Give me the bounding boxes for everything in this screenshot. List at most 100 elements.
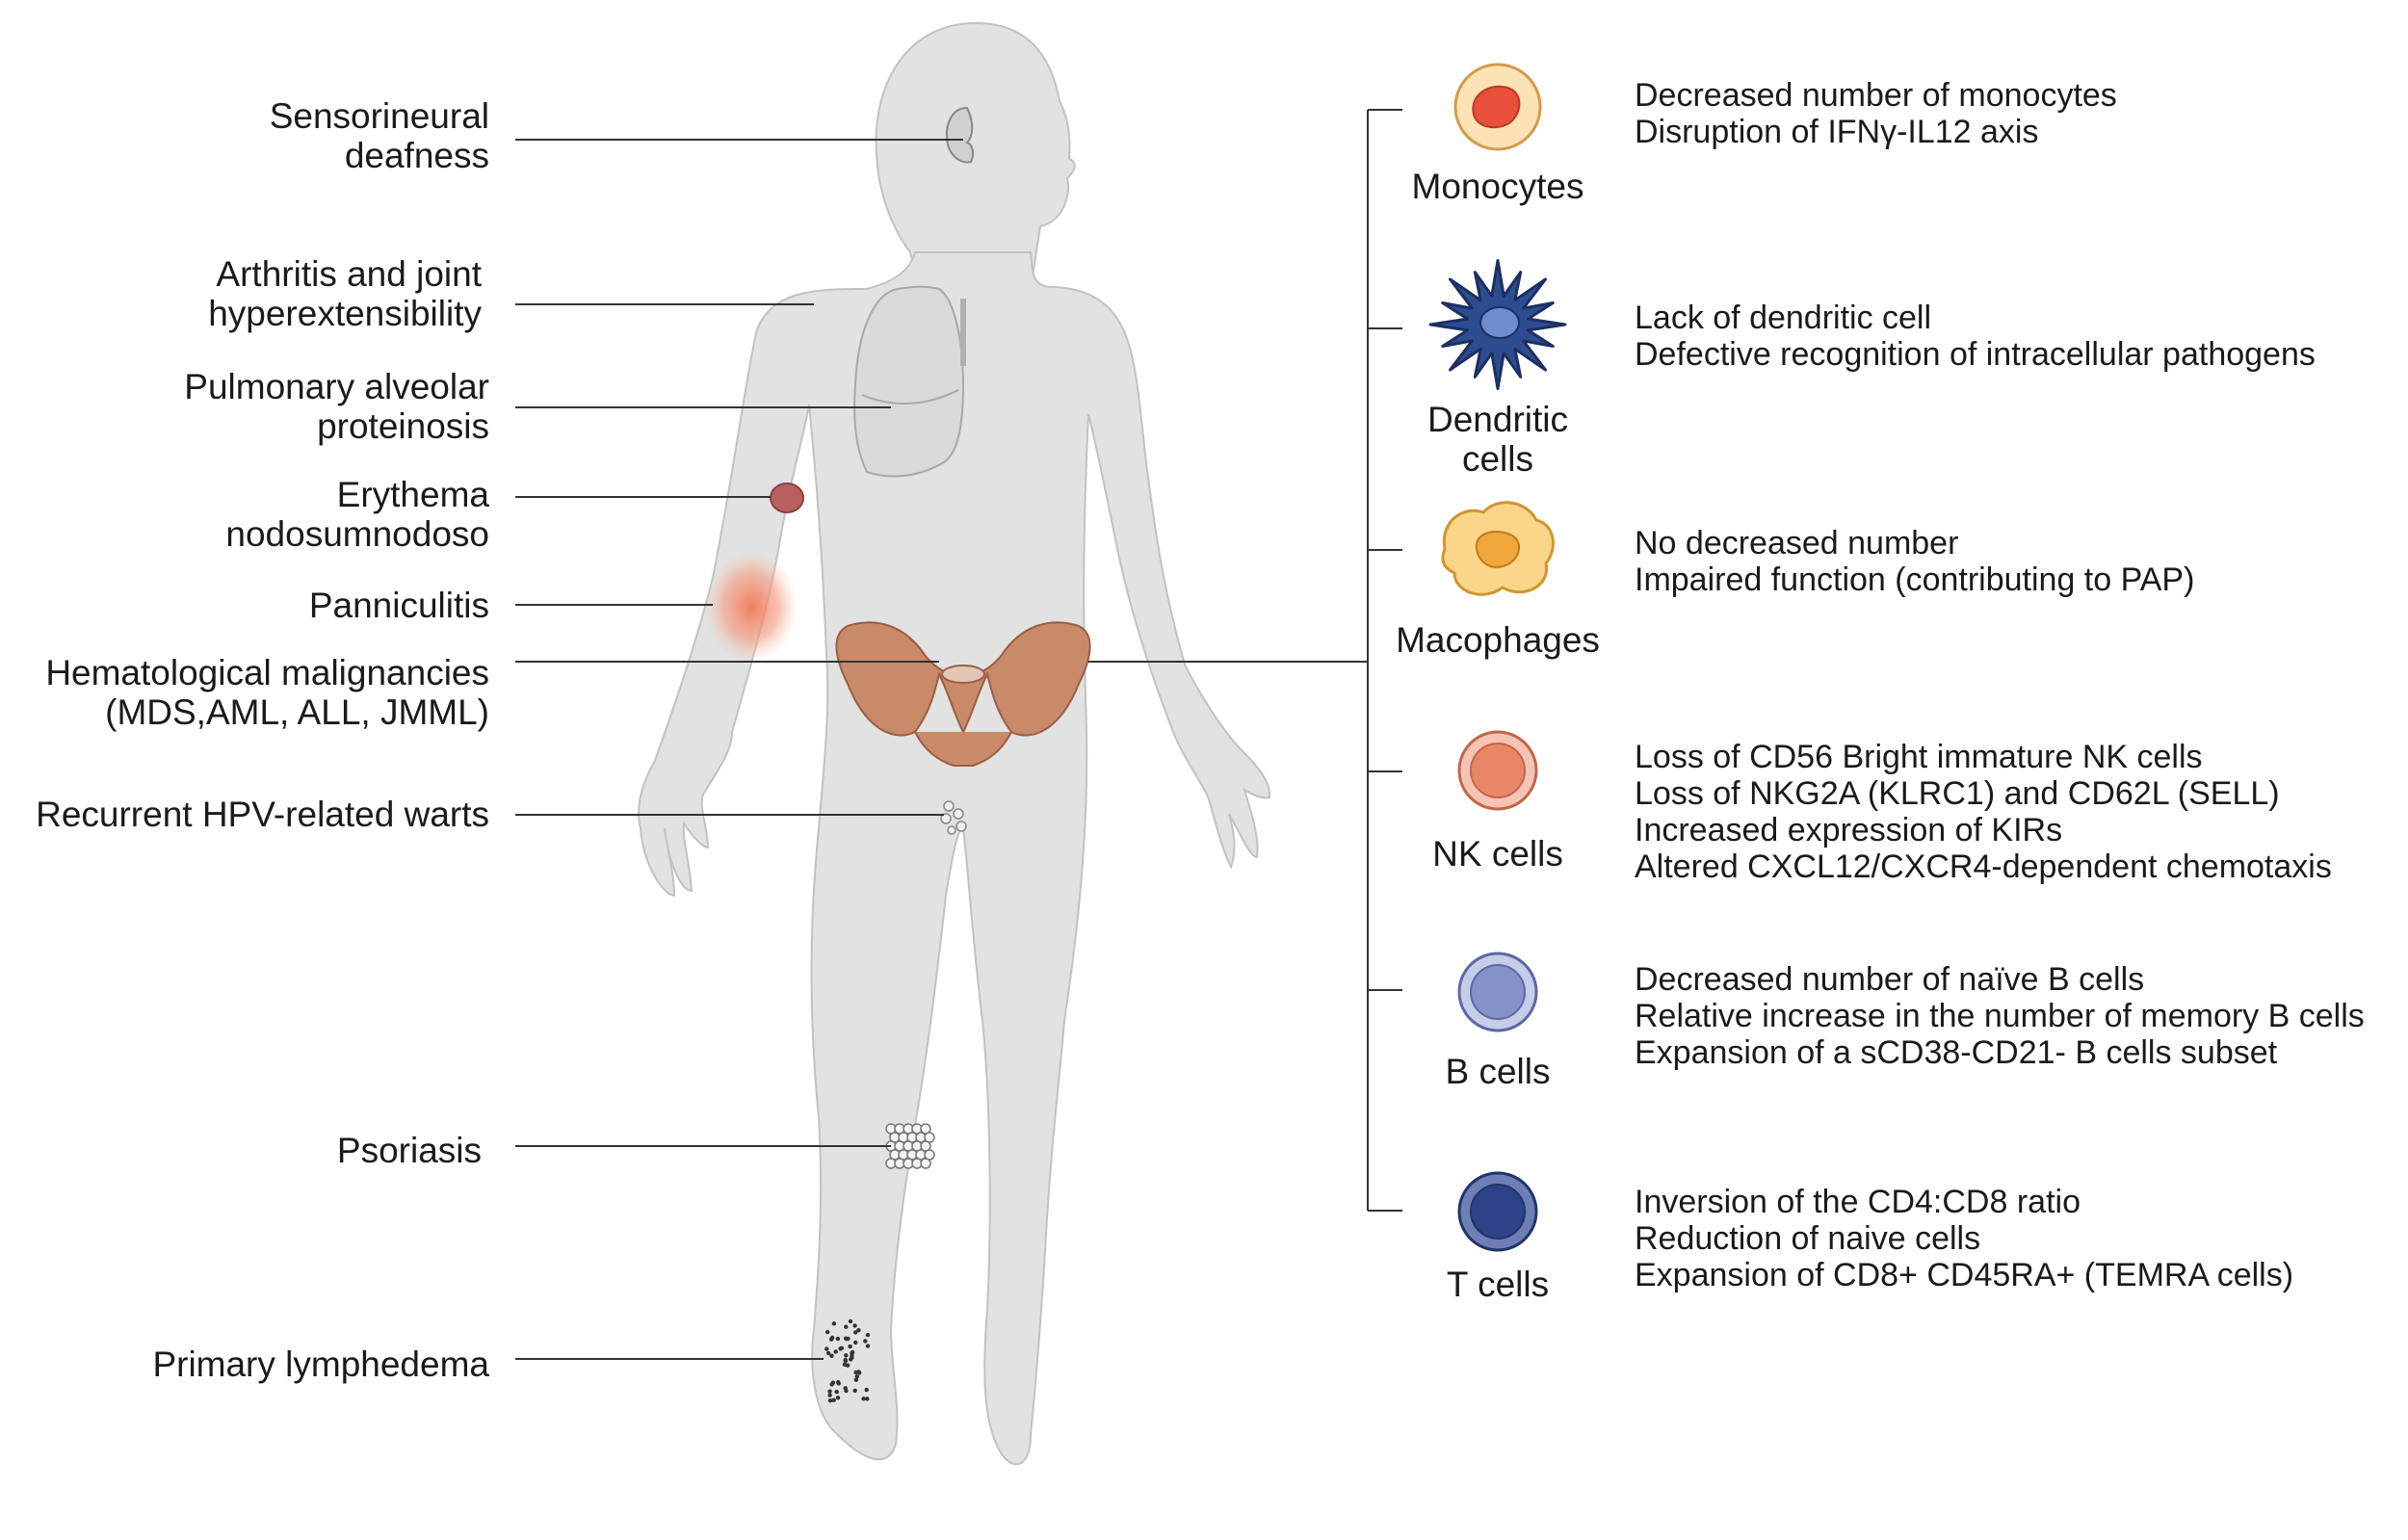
lymphedema-dot [827,1398,833,1403]
effects-tcells: Inversion of the CD4:CD8 ratio Reduction… [1635,1184,2293,1293]
lymphedema-dot [865,1332,871,1338]
cell-icons [1428,63,1567,1252]
cell-name-line: NK cells [1432,834,1563,874]
lymphedema-dot [824,1329,830,1335]
lymphedema-dot [842,1362,848,1368]
lymphedema-dot [845,1336,850,1342]
cell-icon-bcells [1457,952,1538,1032]
lymphedema-dot [852,1323,857,1328]
effect-line: Reduction of naive cells [1635,1220,1981,1257]
condition-lymphedema: Primary lymphedema [152,1344,489,1384]
lymphedema-dot [831,1397,836,1403]
lymphedema-dot [829,1353,834,1359]
condition-line: Hematological malignancies [45,653,489,692]
effect-line: No decreased number [1635,525,1959,561]
condition-erythema: Erythema nodosumnodoso [225,475,489,554]
lymphedema-dot [827,1393,832,1397]
lymphedema-dot [835,1336,841,1342]
cell-name-monocytes: Monocytes [1387,167,1609,206]
lymphedema-dot [844,1353,849,1358]
effect-line: Impaired function (contributing to PAP) [1635,561,2195,598]
ear-shape [946,106,975,164]
effect-line: Defective recognition of intracellular p… [1635,336,2316,373]
condition-psoriasis: Psoriasis [337,1131,482,1170]
effect-line: Altered CXCL12/CXCR4-dependent chemotaxi… [1635,848,2332,885]
pelvis-lower [914,731,1012,767]
psoriasis-patch [885,1123,935,1169]
lymphedema-dot [829,1335,835,1341]
lymphedema-dot [856,1328,861,1333]
lymphedema-dot [834,1390,839,1395]
cell-name-line: cells [1461,439,1534,479]
effect-line: Decreased number of naïve B cells [1635,961,2145,998]
effect-line: Relative increase in the number of memor… [1635,998,2365,1034]
psoriasis-scale [920,1158,931,1169]
condition-line: Arthritis and joint [216,254,482,294]
lymphedema-dot [853,1340,858,1345]
cell-name-line: B cells [1445,1052,1551,1091]
lymphedema-dot [844,1388,849,1394]
effect-line: Increased expression of KIRs [1635,812,2063,848]
lymphedema-dot [863,1339,868,1344]
nk-nucleus [1470,743,1526,798]
effect-line: Lack of dendritic cell [1635,300,1932,336]
body-torso-limbs [638,251,1271,1466]
condition-line: proteinosis [317,406,489,446]
lymphedema-dot [838,1346,843,1351]
cell-name-dendritic: Dendritic cells [1387,400,1609,479]
effect-line: Inversion of the CD4:CD8 ratio [1635,1184,2081,1220]
erythema-lesion [770,483,804,513]
cell-name-line: Macophages [1396,620,1600,660]
lymphedema-dots [824,1318,871,1403]
effects-bcells: Decreased number of naïve B cells Relati… [1635,961,2365,1071]
dendritic-nucleus [1479,306,1520,339]
condition-line: Recurrent HPV-related warts [36,795,489,834]
lung-lobe-line [861,389,959,405]
macrophage-nucleus [1475,531,1521,568]
cell-icon-tcells [1457,1171,1538,1252]
condition-line: nodosumnodoso [225,514,489,554]
condition-hematological: Hematological malignancies (MDS,AML, ALL… [45,653,489,732]
condition-line: (MDS,AML, ALL, JMML) [105,692,489,732]
condition-deafness: Sensorineural deafness [270,96,489,175]
cell-icon-dendritic [1428,259,1567,390]
lymphedema-dot [835,1396,841,1400]
condition-warts: Recurrent HPV-related warts [36,795,489,834]
lymphedema-dot [856,1370,861,1374]
cell-bracket [1088,109,1402,1212]
lymphedema-dot [852,1388,857,1394]
lymphedema-dot [829,1382,834,1387]
lymphedema-dot [854,1374,859,1379]
wart-cluster [940,800,967,835]
lymphedema-dot [850,1355,854,1361]
cell-name-nk: NK cells [1387,834,1609,874]
effect-line: Expansion of a sCD38-CD21- B cells subse… [1635,1034,2278,1071]
condition-line: Primary lymphedema [152,1344,489,1384]
condition-pap: Pulmonary alveolar proteinosis [184,367,489,446]
condition-line: Psoriasis [336,1131,482,1170]
cell-name-macrophages: Macophages [1368,620,1628,660]
effects-macrophages: No decreased number Impaired function (c… [1635,525,2194,598]
cell-icon-monocytes [1453,63,1542,151]
lymphedema-dot [827,1389,832,1394]
lymphedema-dot [825,1350,831,1356]
effect-line: Disruption of IFNγ-IL12 axis [1635,114,2039,150]
lymphedema-dot [853,1377,859,1382]
cell-name-line: Dendritic [1427,400,1568,439]
effects-dendritic: Lack of dendritic cell Defective recogni… [1635,300,2316,373]
lymphedema-dot [843,1357,848,1363]
condition-line: hyperextensibility [208,294,482,333]
condition-line: deafness [344,136,489,175]
lymphedema-dot [850,1349,855,1355]
lymphedema-dot [848,1344,852,1349]
lymphedema-dot [833,1349,838,1354]
effect-line: Decreased number of monocytes [1635,77,2117,114]
lymphedema-dot [831,1321,837,1326]
lymphedema-dot [844,1324,849,1329]
condition-line: Panniculitis [308,586,489,625]
condition-arthritis: Arthritis and joint hyperextensibility [208,254,482,333]
effect-line: Loss of CD56 Bright immature NK cells [1635,739,2203,775]
tcells-nucleus [1470,1184,1526,1240]
lymphedema-dot [853,1330,858,1335]
